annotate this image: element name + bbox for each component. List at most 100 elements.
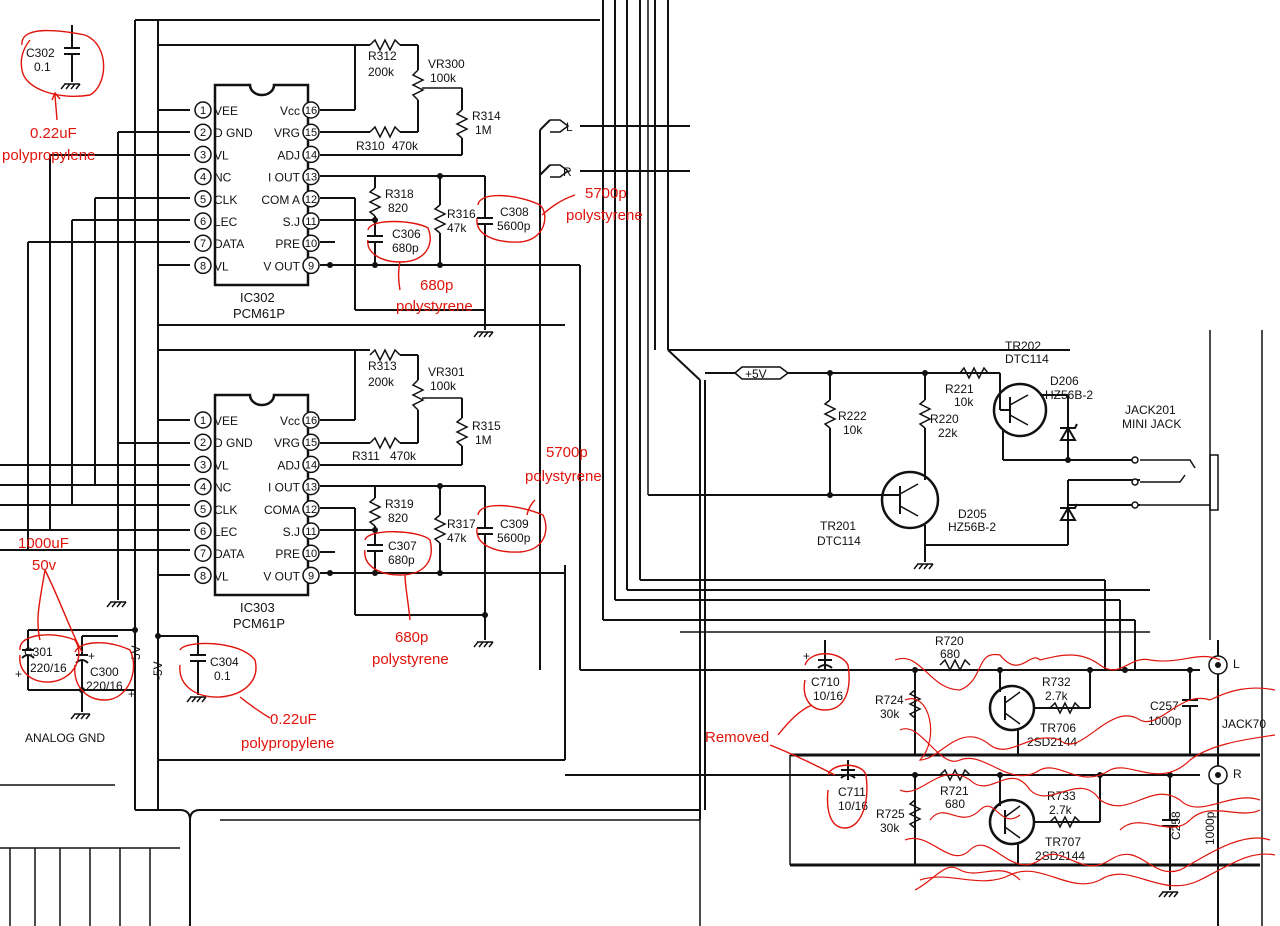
ic302-pin-12 <box>302 190 320 208</box>
ic303-pin-number: 11 <box>305 526 316 538</box>
r725-ref: R725 <box>876 807 905 821</box>
ic302-pin-number: 8 <box>200 260 206 272</box>
ic302-pin-1 <box>194 101 212 119</box>
ic302-pin-number: 12 <box>305 194 317 206</box>
tr202-val: DTC114 <box>1005 352 1049 366</box>
middle-bus: L R <box>539 0 1200 776</box>
ic303-pin-6 <box>194 522 212 540</box>
ic303-pin-name: VEE <box>214 414 238 428</box>
ic302-pin-name: I OUT <box>268 171 301 185</box>
ic302-pin-number: 10 <box>305 238 317 250</box>
ic303-pin-16 <box>302 411 320 429</box>
ic302-designator: IC302 <box>240 290 275 305</box>
ic303-pin-number: 6 <box>200 526 206 538</box>
ic303-pin-12 <box>302 500 320 518</box>
ic302-pin-number: 15 <box>305 127 317 139</box>
ic303-pin-number: 8 <box>200 570 206 582</box>
ic303-pin-name: Vcc <box>280 414 300 428</box>
r314-ref: R314 <box>472 109 501 123</box>
ic303-pin-number: 2 <box>200 437 206 449</box>
ic302-pin-name: D GND <box>214 126 253 140</box>
ic302-pin-number: 9 <box>308 260 314 272</box>
ic302-pin-number: 1 <box>200 105 206 117</box>
ic303-pin-8 <box>194 566 212 585</box>
ic303-pin-number: 5 <box>200 504 206 516</box>
ic303-pin-15 <box>302 433 320 451</box>
note-c302-a: 0.22uF <box>30 125 77 142</box>
tr706-val: 2SD2144 <box>1027 735 1077 749</box>
ic303-pin-5 <box>194 500 212 518</box>
c308-ref: C308 <box>500 205 529 219</box>
ic303-pin-9 <box>302 566 320 585</box>
vr300-val: 100k <box>430 71 457 85</box>
note-c300-b: 50v <box>32 557 57 574</box>
ic303-pin-name: COMA <box>264 503 300 517</box>
ic303-pin-name: CLK <box>214 503 237 517</box>
note-c308-b: polystyrene <box>566 207 643 224</box>
vr300-ref: VR300 <box>428 57 465 71</box>
r724-val: 30k <box>880 707 900 721</box>
ic303-pin-3 <box>194 455 212 474</box>
r222-ref: R222 <box>838 409 867 423</box>
ic303-pin-number: 9 <box>308 570 314 582</box>
ic303-pin-name: I OUT <box>268 481 301 495</box>
c302-val: 0.1 <box>34 60 51 74</box>
c307-ref: C307 <box>388 539 417 553</box>
c308-val: 5600p <box>497 219 531 233</box>
ic302-pin-name: Vcc <box>280 104 300 118</box>
note-removed: Removed <box>705 729 769 746</box>
ic302-pin-name: V OUT <box>263 259 300 273</box>
tr201-ref: TR201 <box>820 519 856 533</box>
c711-ref: C711 <box>838 785 866 799</box>
c304-ref: C304 <box>210 655 239 669</box>
ic303-pin-number: 10 <box>305 548 317 560</box>
r-label: R <box>563 165 572 179</box>
r317-ref: R317 <box>447 517 476 531</box>
ic302-pin-15 <box>302 123 320 141</box>
ic302-part: PCM61P <box>233 306 285 321</box>
c301-ref: C301 <box>24 645 53 659</box>
r725-val: 30k <box>880 821 900 835</box>
ic302-pin-number: 2 <box>200 127 206 139</box>
ic302-pin-number: 4 <box>200 172 206 184</box>
r316-ref: R316 <box>447 207 476 221</box>
c300-val: 220/16 <box>86 679 123 693</box>
plus-sign: + <box>803 649 810 663</box>
ic303: IC303 PCM61P <box>213 393 310 631</box>
ic303-pin-1 <box>194 411 212 429</box>
plus5v-label: +5V <box>745 367 767 381</box>
annotations: 0.22uF polypropylene 5700p polystyrene 6… <box>2 29 1276 891</box>
r720-val: 680 <box>940 647 960 661</box>
ic303-pin-name: V OUT <box>263 569 300 583</box>
ic303-network: R313 200k VR301 100k R315 1M R311 470k R… <box>320 348 565 648</box>
ic303-pin-14 <box>302 455 320 474</box>
note-c304-b: polypropylene <box>241 735 334 752</box>
note-c306-b: polystyrene <box>396 298 473 315</box>
note-c304-a: 0.22uF <box>270 711 317 728</box>
ic302-pin-name: ADJ <box>277 148 300 162</box>
ic303-pin-number: 12 <box>305 504 317 516</box>
tr707-ref: TR707 <box>1045 835 1081 849</box>
ic303-pin-name: VL <box>214 458 229 472</box>
ic302-pin-7 <box>194 234 212 252</box>
c300-ref: C300 <box>90 665 119 679</box>
c309-val: 5600p <box>497 531 531 545</box>
r310-val: 470k <box>392 139 419 153</box>
c257-ref: C257 <box>1150 699 1179 713</box>
ic303-pin-number: 16 <box>305 415 317 427</box>
r311-ref: R311 <box>352 449 380 463</box>
c304-val: 0.1 <box>214 669 231 683</box>
r220-ref: R220 <box>930 412 959 426</box>
jack70-l-label: L <box>1233 657 1240 671</box>
ic303-designator: IC303 <box>240 600 275 615</box>
r310-ref: R310 <box>356 139 385 153</box>
ic302-pin-number: 16 <box>305 105 317 117</box>
c257-val: 1000p <box>1148 714 1182 728</box>
ic302-pin-4 <box>194 167 212 186</box>
ic303-part: PCM61P <box>233 616 285 631</box>
r316-val: 47k <box>447 221 467 235</box>
note-c307-b: polystyrene <box>372 651 449 668</box>
ic302-pin-number: 11 <box>305 216 316 228</box>
